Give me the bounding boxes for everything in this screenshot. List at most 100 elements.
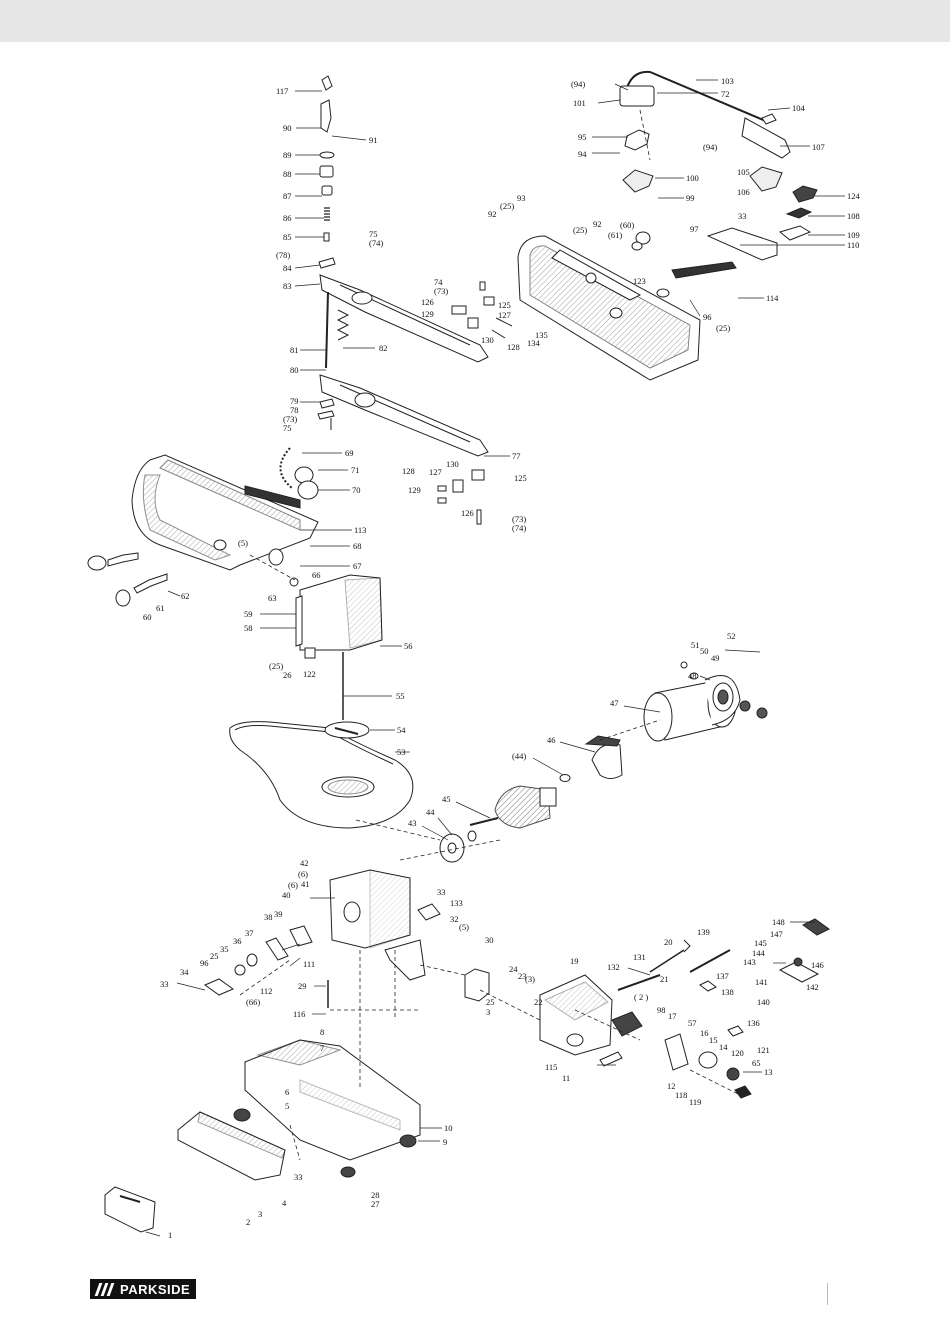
part-label: 129 — [421, 309, 434, 319]
part-label: 32 — [450, 914, 459, 924]
part-label: 87 — [283, 191, 292, 201]
part-label: 48 — [688, 671, 697, 681]
part-label: 33 — [738, 211, 747, 221]
top-header-bar — [0, 0, 950, 42]
part-label: (6) — [298, 869, 308, 879]
part-label: 126 — [461, 508, 474, 518]
part-label: 33 — [160, 979, 169, 989]
part-label: 77 — [512, 451, 521, 461]
part-label: (5) — [238, 538, 248, 548]
part-label: 140 — [757, 997, 770, 1007]
part-label: 116 — [293, 1009, 305, 1019]
part-label: 61 — [156, 603, 165, 613]
part-label: 13 — [764, 1067, 773, 1077]
part-label: 127 — [498, 310, 511, 320]
part-label: 88 — [283, 169, 292, 179]
part-label: (25) — [716, 323, 730, 333]
upper-housing — [517, 231, 701, 381]
part-label: (25) — [269, 661, 283, 671]
part-label: 68 — [353, 541, 362, 551]
part-label: 146 — [811, 960, 824, 970]
part-label: 24 — [509, 964, 518, 974]
part-label: 143 — [743, 957, 756, 967]
part-label: 135 — [535, 330, 548, 340]
part-label: 127 — [429, 467, 442, 477]
part-label: 131 — [633, 952, 646, 962]
blade-clamp-lower — [437, 469, 485, 525]
part-label: 100 — [686, 173, 699, 183]
part-label: 12 — [667, 1081, 676, 1091]
part-label: 49 — [711, 653, 720, 663]
part-label: 51 — [691, 640, 700, 650]
part-label: 46 — [547, 735, 556, 745]
part-label: 101 — [573, 98, 586, 108]
part-label: 115 — [545, 1062, 557, 1072]
part-label: (74) — [369, 238, 383, 248]
part-label: (44) — [512, 751, 526, 761]
part-label: 125 — [514, 473, 527, 483]
side-extension — [104, 1111, 286, 1233]
part-label: 132 — [607, 962, 620, 972]
part-label: 10 — [444, 1123, 453, 1133]
part-label: 53 — [397, 747, 406, 757]
part-label: (94) — [571, 79, 585, 89]
part-label: 2 — [246, 1217, 250, 1227]
part-label: 111 — [303, 959, 315, 969]
part-label: 3 — [486, 1007, 490, 1017]
part-label: 113 — [354, 525, 366, 535]
part-label: 145 — [754, 938, 767, 948]
part-label: 136 — [747, 1018, 760, 1028]
part-label: 128 — [507, 342, 520, 352]
part-label: 8 — [320, 1027, 324, 1037]
part-label: 16 — [700, 1028, 709, 1038]
part-label: 72 — [721, 89, 730, 99]
part-label: 28 — [371, 1190, 380, 1200]
part-labels: 117 90 91 89 88 87 86 85 75 (74) (78) 84… — [143, 76, 861, 1240]
motor-assembly — [439, 661, 768, 863]
part-label: 89 — [283, 150, 292, 160]
part-label: ( 2 ) — [634, 992, 648, 1002]
part-label: (3) — [525, 974, 535, 984]
part-label: 124 — [847, 191, 861, 201]
part-label: 30 — [485, 935, 494, 945]
base-plate — [233, 1039, 421, 1178]
part-label: 105 — [737, 167, 750, 177]
part-label: 59 — [244, 609, 253, 619]
part-label: 110 — [847, 240, 859, 250]
part-label: 78 — [290, 405, 299, 415]
part-label: 104 — [792, 103, 806, 113]
part-label: 57 — [688, 1018, 697, 1028]
part-label: (73) — [434, 286, 448, 296]
part-label: 81 — [290, 345, 299, 355]
part-label: 141 — [755, 977, 768, 987]
part-label: 25 — [486, 997, 495, 1007]
part-label: 97 — [690, 224, 699, 234]
part-label: 41 — [301, 879, 310, 889]
part-label: 26 — [283, 670, 292, 680]
part-label: 67 — [353, 561, 362, 571]
part-label: 3 — [258, 1209, 262, 1219]
part-label: 60 — [143, 612, 152, 622]
part-label: 84 — [283, 263, 292, 273]
parkside-logo: PARKSIDE — [90, 1279, 197, 1299]
part-label: 34 — [180, 967, 189, 977]
part-label: (60) — [620, 220, 634, 230]
part-label: 11 — [562, 1073, 570, 1083]
part-label: 33 — [437, 887, 446, 897]
part-label: 98 — [657, 1005, 666, 1015]
part-label: 17 — [668, 1011, 677, 1021]
part-label: 40 — [282, 890, 291, 900]
part-label: 19 — [570, 956, 579, 966]
part-label: (74) — [512, 523, 526, 533]
part-label: 148 — [772, 917, 785, 927]
part-label: 93 — [517, 193, 526, 203]
part-label: 99 — [686, 193, 695, 203]
rear-cover — [295, 574, 383, 659]
part-label: 144 — [752, 948, 766, 958]
part-label: 63 — [268, 593, 277, 603]
part-label: 108 — [847, 211, 860, 221]
part-label: 27 — [371, 1199, 380, 1209]
part-label: 83 — [283, 281, 292, 291]
part-label: 121 — [757, 1045, 770, 1055]
